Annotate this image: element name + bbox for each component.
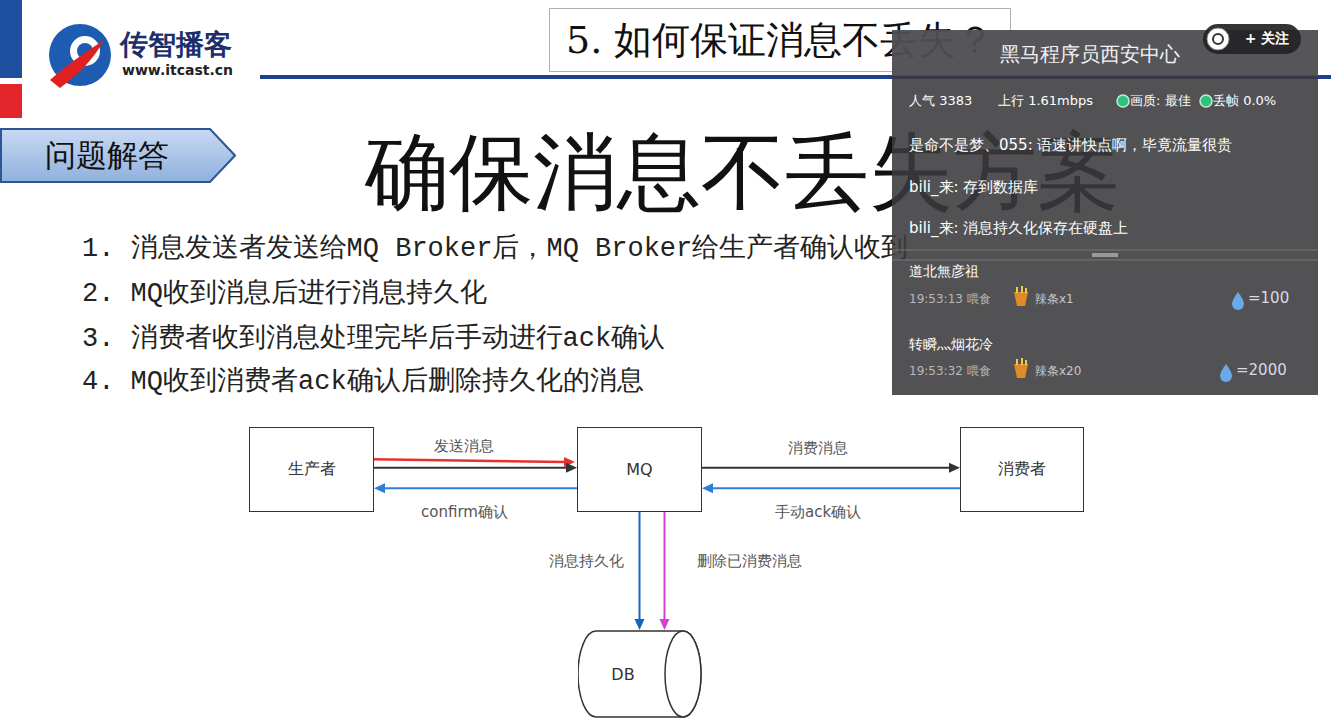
message-arrow bbox=[702, 463, 960, 473]
side-bar bbox=[0, 84, 22, 118]
list-item: 3. 消费者收到消息处理完毕后手动进行ack确认 bbox=[82, 323, 665, 355]
edge-label: 消费消息 bbox=[785, 439, 851, 457]
gift-item: 辣条x20 bbox=[1035, 364, 1081, 378]
logo-text: 传智播客 bbox=[120, 28, 232, 62]
chat-message: 是命不是梦、055: 语速讲快点啊，毕竟流量很贵 bbox=[909, 136, 1232, 154]
pen-annotation bbox=[355, 457, 575, 467]
process-box: 生产者 bbox=[249, 427, 374, 512]
chat-message: bili_来: 存到数据库 bbox=[909, 178, 1038, 196]
gift-user: 道北無彦祖 bbox=[909, 263, 979, 280]
gift-time: 19:53:13 喂食 bbox=[909, 292, 991, 306]
gift-time: 19:53:32 喂食 bbox=[909, 364, 991, 378]
stream-stat: 画质: 最佳 bbox=[1130, 93, 1191, 109]
stream-stat: 上行 1.61mbps bbox=[998, 93, 1093, 109]
gift-item: 辣条x1 bbox=[1035, 292, 1074, 306]
message-arrow bbox=[374, 463, 577, 473]
tab-label: 问题解答 bbox=[45, 135, 169, 177]
delete-arrow bbox=[660, 512, 670, 630]
node-label: DB bbox=[611, 665, 634, 684]
list-item: 1. 消息发送者发送给MQ Broker后，MQ Broker给生产者确认收到 bbox=[82, 233, 908, 265]
button-label: + 关注 bbox=[1245, 30, 1290, 48]
process-box: MQ bbox=[577, 427, 702, 512]
node-label: 生产者 bbox=[288, 459, 336, 480]
gift-value: =2000 bbox=[1236, 361, 1287, 379]
edge-label: 手动ack确认 bbox=[772, 503, 864, 521]
follow-button: + 关注 bbox=[1203, 24, 1301, 54]
list-item: 4. MQ收到消费者ack确认后删除持久化的消息 bbox=[82, 366, 644, 398]
channel-name: 黑马程序员西安中心 bbox=[1000, 42, 1180, 66]
side-bar bbox=[0, 0, 22, 78]
process-box: 消费者 bbox=[960, 427, 1084, 512]
ack-arrow bbox=[702, 483, 960, 493]
gift-value: =100 bbox=[1248, 289, 1289, 307]
list-item: 2. MQ收到消息后进行消息持久化 bbox=[82, 278, 487, 310]
gift-user: 转瞬灬烟花冷 bbox=[909, 336, 993, 353]
stream-overlay: 黑马程序员西安中心人气 3383 上行 1.61mbps 画质: 最佳 丢帧 0.0%… bbox=[892, 30, 1318, 395]
edge-label: 消息持久化 bbox=[546, 552, 627, 570]
chat-message: bili_来: 消息持久化保存在硬盘上 bbox=[909, 219, 1128, 237]
avatar-icon bbox=[1203, 24, 1233, 54]
persist-arrow bbox=[635, 512, 645, 630]
database-cylinder: DB bbox=[578, 630, 702, 718]
node-label: 消费者 bbox=[998, 459, 1046, 480]
edge-label: 发送消息 bbox=[431, 437, 497, 455]
section-tab: 问题解答 bbox=[0, 128, 236, 183]
cylinder-shape bbox=[578, 630, 702, 718]
stream-stat: 人气 3383 bbox=[909, 93, 972, 109]
edge-label: confirm确认 bbox=[418, 503, 511, 521]
edge-label: 删除已消费消息 bbox=[694, 552, 805, 570]
node-label: MQ bbox=[626, 460, 652, 479]
stream-stat: 丢帧 0.0% bbox=[1213, 93, 1276, 109]
confirm-arrow bbox=[374, 483, 577, 493]
logo-url: www.itcast.cn bbox=[122, 62, 233, 79]
logo-icon bbox=[49, 24, 111, 88]
